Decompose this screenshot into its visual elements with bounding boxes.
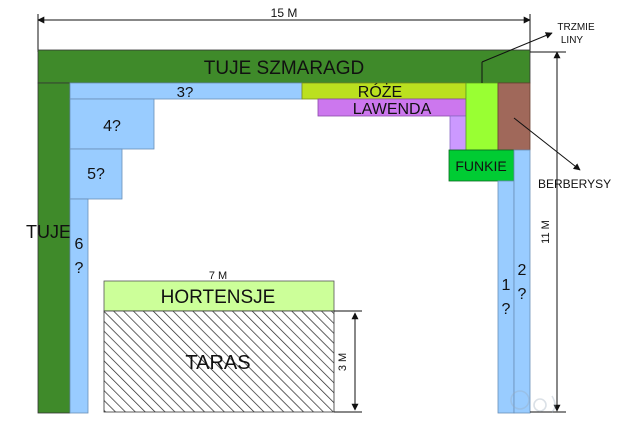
- bed-6-label-a: 6: [75, 236, 84, 253]
- trzmieliny-label-a: TRZMIE: [557, 22, 595, 33]
- bed-5-label: 5?: [87, 166, 105, 183]
- funkie-label: FUNKIE: [455, 158, 506, 174]
- bed-1-label-b: ?: [502, 301, 511, 318]
- berberysy-arrow: [513, 117, 581, 171]
- bed-1-label-a: 1: [502, 277, 511, 294]
- tuje-left-bed: [37, 82, 71, 414]
- terrace-height-label: 3 M: [337, 353, 349, 371]
- hortensje-label: HORTENSJE: [161, 287, 276, 308]
- bed-4: [69, 98, 155, 150]
- bed-4-label: 4?: [103, 118, 121, 135]
- trzmieliny-bed: [465, 82, 499, 151]
- trzmieliny-label-b: LINY: [561, 35, 584, 46]
- roze-label: RÓŻE: [358, 82, 402, 101]
- bed-6-label-b: ?: [75, 260, 84, 277]
- tuje-szmaragd-bed: [37, 49, 531, 84]
- trzmieliny-arrow: [481, 32, 553, 63]
- bed-3-label: 3?: [177, 84, 194, 101]
- watermark-icon: [510, 390, 556, 413]
- tuje-szmaragd-label: TUJE SZMARAGD: [204, 58, 364, 79]
- terrace-width-label: 7 M: [209, 270, 227, 282]
- taras-label: TARAS: [185, 352, 250, 374]
- funkie-bed: [448, 149, 515, 182]
- bed-2-label-b: ?: [518, 286, 527, 303]
- lavender-corner-bed: [449, 115, 467, 151]
- bed-6: [69, 198, 89, 414]
- berberysy-label: BERBERYSY: [538, 177, 611, 191]
- taras-area: [103, 310, 335, 413]
- bed-5: [69, 148, 123, 200]
- height-label: 11 M: [540, 220, 552, 244]
- bed-2-label-a: 2: [518, 262, 527, 279]
- width-label: 15 M: [271, 6, 298, 20]
- hortensje-bed: [103, 280, 335, 312]
- bed-2: [513, 149, 531, 414]
- lawenda-label: LAWENDA: [353, 101, 432, 118]
- tuje-left-label: TUJE: [26, 222, 71, 242]
- bed-1: [497, 180, 515, 414]
- berberysy-bed: [497, 82, 531, 151]
